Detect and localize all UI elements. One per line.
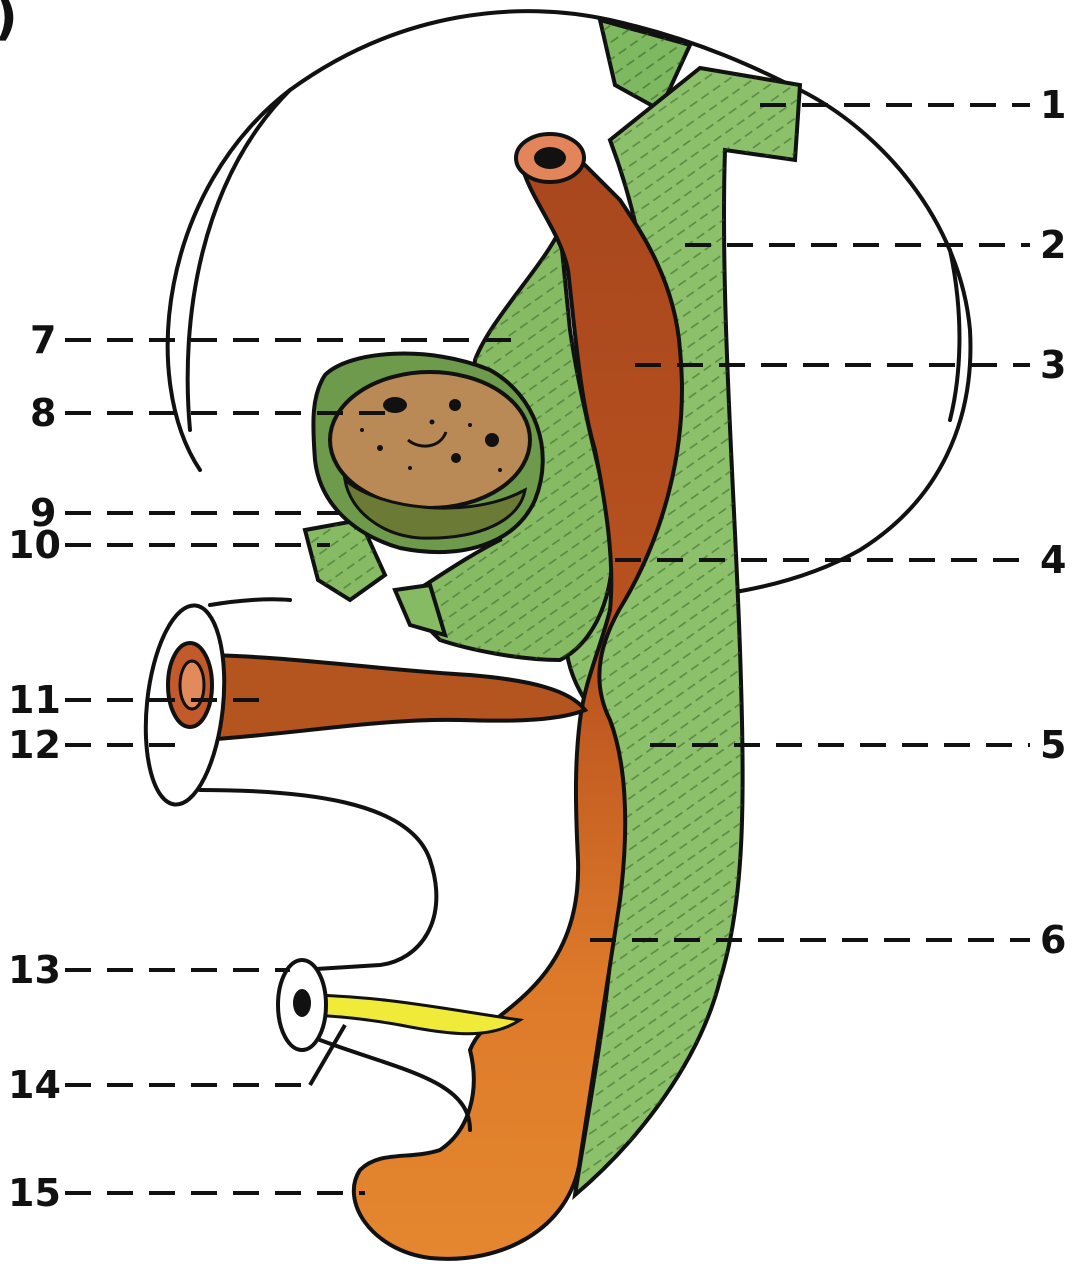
label-11: 11: [8, 678, 61, 722]
label-7: 7: [30, 318, 56, 362]
label-5: 5: [1040, 723, 1066, 767]
label-13: 13: [8, 948, 61, 992]
intestine-branch: [195, 655, 585, 740]
label-2: 2: [1040, 223, 1066, 267]
label-4: 4: [1040, 538, 1066, 582]
lower-loop-outline: [320, 1040, 470, 1130]
mesentery-loop-outline: [200, 790, 436, 970]
duct-opening: [293, 989, 311, 1017]
liver-section: [330, 372, 530, 508]
label-6: 6: [1040, 918, 1066, 962]
corner-mark: ): [0, 0, 18, 47]
label-3: 3: [1040, 343, 1066, 387]
label-14: 14: [8, 1063, 61, 1107]
label-1: 1: [1040, 83, 1066, 127]
label-15: 15: [8, 1171, 61, 1215]
label-10: 10: [8, 523, 61, 567]
label-8: 8: [30, 391, 56, 435]
mesentery-top-line: [210, 599, 290, 605]
label-12: 12: [8, 723, 61, 767]
yellow-duct: [300, 995, 520, 1034]
